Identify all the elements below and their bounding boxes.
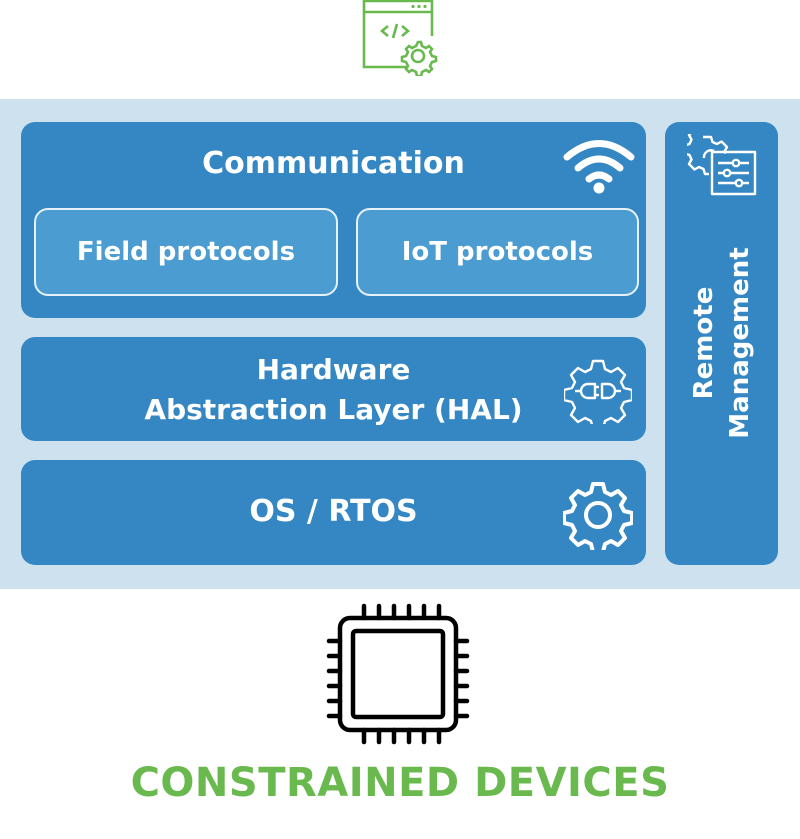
os-rtos-title: OS / RTOS xyxy=(249,494,418,529)
gear-plug-icon xyxy=(564,358,632,424)
remote-management-line2: Management xyxy=(725,247,755,439)
constrained-devices-label: CONSTRAINED DEVICES xyxy=(130,760,670,806)
os-rtos-layer: OS / RTOS xyxy=(21,460,646,565)
iot-protocols-box: IoT protocols xyxy=(356,208,639,296)
remote-management-line1: Remote xyxy=(689,286,719,400)
gear-icon xyxy=(563,480,633,550)
remote-management-label: Remote Management xyxy=(686,218,758,468)
field-protocols-box: Field protocols xyxy=(34,208,338,296)
gear-settings-panel-icon xyxy=(687,134,759,198)
remote-management-panel: Remote Management xyxy=(665,122,778,565)
hal-title-line2: Abstraction Layer (HAL) xyxy=(144,393,523,426)
field-protocols-label: Field protocols xyxy=(76,237,296,267)
iot-protocols-label: IoT protocols xyxy=(401,237,594,267)
hal-title-line1: Hardware xyxy=(256,353,411,386)
hal-title: Hardware Abstraction Layer (HAL) xyxy=(21,350,646,430)
web-code-gear-icon xyxy=(360,0,440,76)
microchip-icon xyxy=(326,603,470,745)
wifi-icon xyxy=(561,136,637,194)
hal-layer: Hardware Abstraction Layer (HAL) xyxy=(21,337,646,441)
communication-layer: Communication Field protocols IoT protoc… xyxy=(21,122,646,318)
communication-title: Communication xyxy=(202,146,465,181)
